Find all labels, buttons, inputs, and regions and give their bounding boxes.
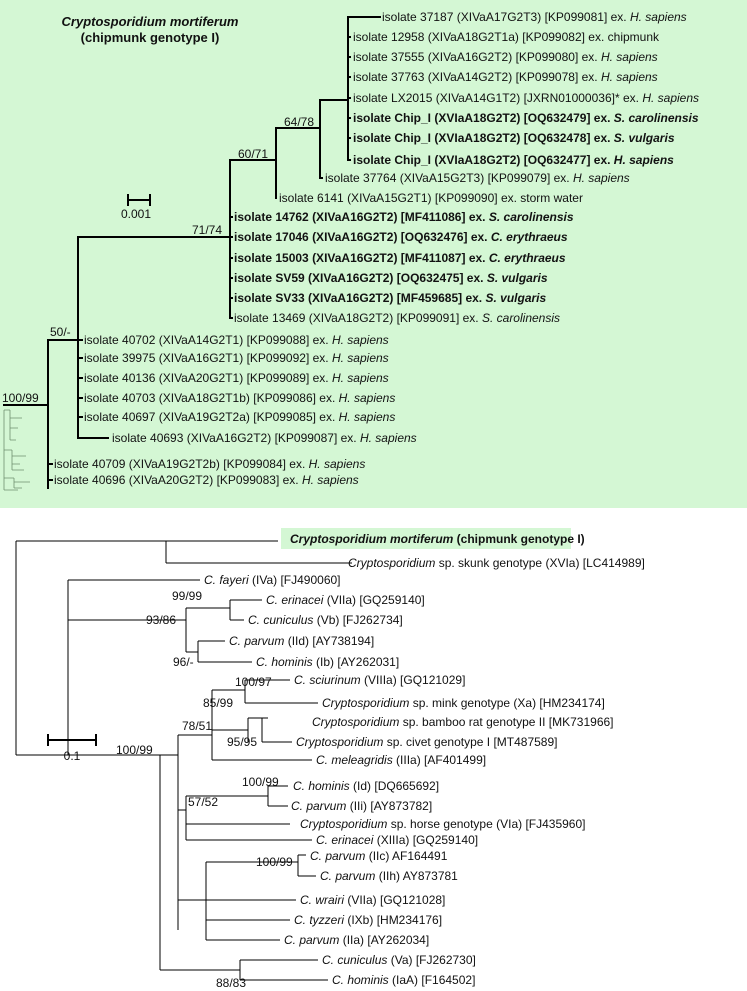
bottom-leaf-labels: Cryptosporidium mortiferum (chipmunk gen… bbox=[204, 532, 645, 987]
top-scale-label: 0.001 bbox=[121, 207, 151, 221]
top-leaf-label: isolate 14762 (XIVaA16G2T2) [MF411086] e… bbox=[234, 210, 574, 224]
bottom-support-j: 57/52 bbox=[188, 795, 218, 809]
bottom-leaf-label: C. parvum (IIa) [AY262034] bbox=[284, 933, 429, 947]
bottom-support-k: 100/99 bbox=[256, 855, 293, 869]
top-leaf-label: isolate 40709 (XIVaA19G2T2b) [KP099084] … bbox=[54, 457, 365, 471]
bottom-support-b: 93/86 bbox=[146, 613, 176, 627]
top-leaf-label: isolate SV59 (XIVaA16G2T2) [OQ632475] ex… bbox=[234, 271, 548, 285]
mortiferum-highlight-box bbox=[281, 528, 571, 549]
top-leaf-label: isolate 15003 (XIVaA16G2T2) [MF411087] e… bbox=[234, 251, 566, 265]
top-panel-background bbox=[0, 0, 747, 508]
top-leaf-label: isolate Chip_I (XVIaA18G2T2) [OQ632479] … bbox=[353, 111, 699, 125]
top-leaf-label: isolate 39975 (XIVaA16G2T1) [KP099092] e… bbox=[84, 351, 389, 365]
top-leaf-label: isolate 40696 (XIVaA20G2T2) [KP099083] e… bbox=[54, 473, 359, 487]
bottom-leaf-label: C. hominis (Ib) [AY262031] bbox=[256, 655, 399, 669]
bottom-scale-bar bbox=[47, 734, 97, 746]
top-scale-bar bbox=[127, 194, 151, 206]
top-leaf-label: isolate LX2015 (XIVaA14G1T2) [JXRN010000… bbox=[353, 91, 699, 105]
bottom-leaf-label: C. hominis (Id) [DQ665692] bbox=[293, 779, 439, 793]
bottom-leaf-label: Cryptosporidium sp. bamboo rat genotype … bbox=[312, 715, 614, 729]
bottom-support-l: 88/83 bbox=[216, 976, 246, 990]
bottom-leaf-label: C. erinacei (XIIIa) [GQ259140] bbox=[316, 833, 478, 847]
bottom-leaf-label: C. fayeri (IVa) [FJ490060] bbox=[204, 573, 341, 587]
top-support-root: 100/99 bbox=[2, 391, 39, 405]
bottom-leaf-label: C. parvum (IIi) [AY873782] bbox=[291, 799, 432, 813]
bottom-support-a: 99/99 bbox=[172, 589, 202, 603]
bottom-leaf-label: C. erinacei (VIIa) [GQ259140] bbox=[266, 593, 425, 607]
bottom-scale-label: 0.1 bbox=[64, 749, 81, 763]
top-leaf-label: isolate 37555 (XIVaA16G2T2) [KP099080] e… bbox=[353, 50, 658, 64]
top-leaf-labels: isolate 37187 (XIVaA17G2T3) [KP099081] e… bbox=[54, 10, 699, 487]
bottom-leaf-label: C. hominis (IaA) [F164502] bbox=[332, 973, 475, 987]
thumbnail-tree bbox=[3, 409, 30, 491]
bottom-leaf-label: C. cuniculus (Va) [FJ262730] bbox=[322, 953, 476, 967]
top-leaf-label: isolate Chip_I (XVIaA18G2T2) [OQ632477] … bbox=[353, 153, 674, 167]
bottom-support-g: 78/51 bbox=[182, 719, 212, 733]
top-leaf-label: isolate 40703 (XIVaA18G2T1b) [KP099086] … bbox=[84, 391, 395, 405]
bottom-leaf-label: C. parvum (IIh) AY873781 bbox=[320, 869, 458, 883]
top-leaf-label: isolate 13469 (XIVaA18G2T2) [KP099091] e… bbox=[234, 311, 560, 325]
top-panel-title-line2: (chipmunk genotype I) bbox=[81, 30, 220, 45]
bottom-leaf-label: Cryptosporidium sp. mink genotype (Xa) [… bbox=[322, 696, 605, 710]
bottom-tree-branches bbox=[15, 540, 352, 981]
bottom-leaf-label: Cryptosporidium sp. horse genotype (VIa)… bbox=[300, 817, 586, 831]
top-leaf-label: isolate SV33 (XIVaA16G2T2) [MF459685] ex… bbox=[234, 291, 547, 305]
top-leaf-label: isolate 6141 (XIVaA15G2T1) [KP099090] ex… bbox=[279, 191, 583, 205]
top-support-64: 64/78 bbox=[284, 115, 314, 129]
top-leaf-label: isolate 40693 (XIVaA16G2T2) [KP099087] e… bbox=[112, 431, 417, 445]
bottom-support-f: 85/99 bbox=[203, 696, 233, 710]
top-support-60: 60/71 bbox=[238, 147, 268, 161]
top-leaf-label: isolate 37187 (XIVaA17G2T3) [KP099081] e… bbox=[382, 10, 687, 24]
bottom-leaf-label: C. parvum (IIc) AF164491 bbox=[310, 849, 448, 863]
top-leaf-label: isolate 12958 (XIVaA18G2T1a) [KP099082] … bbox=[353, 30, 660, 44]
top-leaf-label: isolate 37764 (XIVaA15G2T3) [KP099079] e… bbox=[325, 171, 630, 185]
top-leaf-label: isolate Chip_I (XVIaA18G2T2) [OQ632478] … bbox=[353, 131, 675, 145]
top-support-71: 71/74 bbox=[192, 223, 222, 237]
bottom-support-c: 96/- bbox=[173, 655, 194, 669]
bottom-leaf-label: C. parvum (IId) [AY738194] bbox=[229, 634, 374, 648]
bottom-support-e: 100/97 bbox=[235, 675, 272, 689]
bottom-leaf-label: C. tyzzeri (IXb) [HM234176] bbox=[294, 913, 442, 927]
bottom-leaf-label: C. sciurinum (VIIIa) [GQ121029] bbox=[294, 673, 465, 687]
bottom-support-d: 100/99 bbox=[116, 743, 153, 757]
top-support-50: 50/- bbox=[50, 325, 71, 339]
bottom-support-h: 95/95 bbox=[227, 735, 257, 749]
top-panel-title-line1: Cryptosporidium mortiferum bbox=[62, 14, 239, 29]
bottom-leaf-label: C. cuniculus (Vb) [FJ262734] bbox=[248, 613, 403, 627]
bottom-leaf-label: C. meleagridis (IIIa) [AF401499] bbox=[316, 753, 486, 767]
top-leaf-label: isolate 37763 (XIVaA14G2T2) [KP099078] e… bbox=[353, 70, 658, 84]
top-leaf-label: isolate 40702 (XIVaA14G2T1) [KP099088] e… bbox=[84, 333, 389, 347]
top-leaf-label: isolate 40697 (XIVaA19G2T2a) [KP099085] … bbox=[84, 410, 395, 424]
top-leaf-label: isolate 17046 (XIVaA16G2T2) [OQ632476] e… bbox=[234, 230, 568, 244]
top-leaf-label: isolate 40136 (XIVaA20G2T1) [KP099089] e… bbox=[84, 371, 389, 385]
bottom-leaf-label: C. wrairi (VIIa) [GQ121028] bbox=[300, 893, 445, 907]
top-tree-branches bbox=[3, 16, 381, 489]
bottom-support-i: 100/99 bbox=[242, 775, 279, 789]
bottom-leaf-label: Cryptosporidium sp. skunk genotype (XVIa… bbox=[348, 556, 645, 570]
mortiferum-highlight-label: Cryptosporidium mortiferum (chipmunk gen… bbox=[290, 532, 585, 546]
bottom-leaf-label: Cryptosporidium sp. civet genotype I [MT… bbox=[296, 735, 557, 749]
